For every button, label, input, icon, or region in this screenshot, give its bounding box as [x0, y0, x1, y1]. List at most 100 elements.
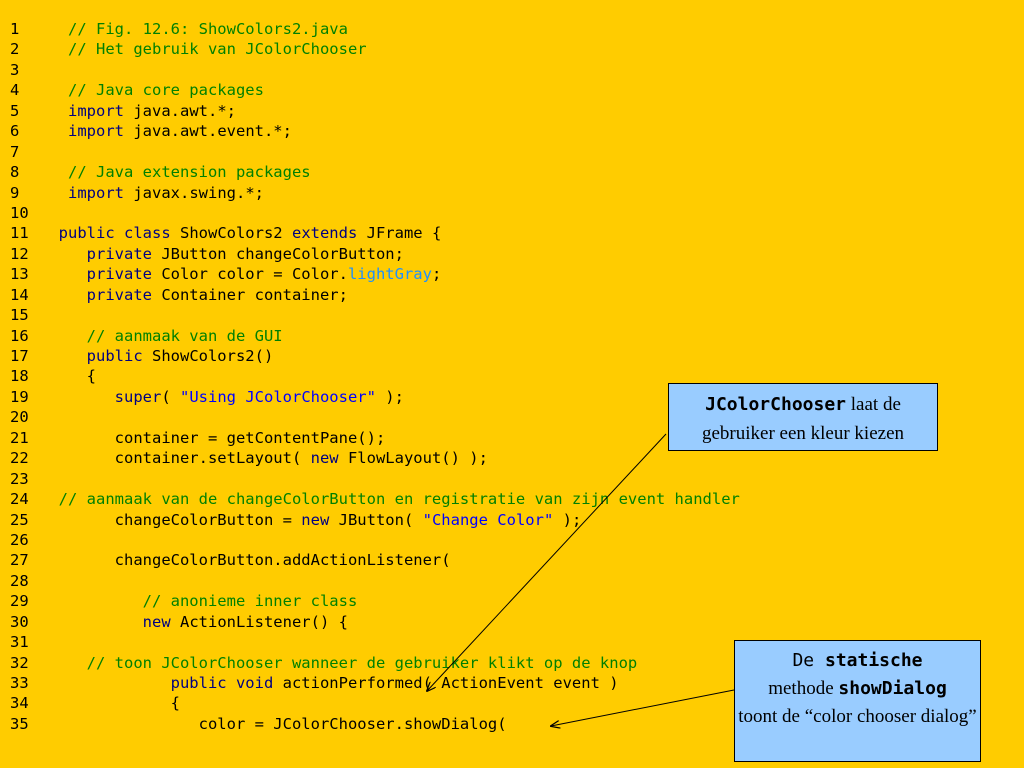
code-token: changeColorButton.addActionListener(	[40, 551, 451, 570]
keyword-token: extends	[291, 224, 358, 243]
line-number: 10	[10, 203, 29, 222]
code-token: JFrame {	[357, 224, 442, 243]
line-number: 30	[10, 612, 29, 631]
arrow-to-showdialog-call	[551, 689, 735, 726]
line-number: 11	[10, 224, 29, 243]
line-number: 22	[10, 449, 29, 468]
keyword-token: import	[40, 183, 124, 202]
field-token: lightGray	[347, 265, 432, 284]
code-token: java.awt.*;	[124, 101, 236, 120]
keyword-token: new	[310, 449, 339, 468]
code-text: container = getContentPane();	[40, 428, 386, 448]
code-text: private JButton changeColorButton;	[40, 244, 404, 264]
callout-2-method-name: showDialog	[838, 678, 947, 699]
code-text: // Het gebruik van JColorChooser	[40, 39, 367, 59]
callout-1-class-name: JColorChooser	[705, 394, 847, 415]
line-number: 35	[10, 714, 29, 733]
callout-2-prefix: De	[792, 650, 825, 671]
code-token: java.awt.event.*;	[124, 122, 292, 141]
code-text: public void actionPerformed( ActionEvent…	[40, 673, 619, 693]
keyword-token: private	[40, 285, 152, 304]
line-number: 23	[10, 469, 29, 488]
keyword-token: private	[40, 244, 152, 263]
callout-2-tail: toont de “color chooser dialog”	[738, 706, 977, 727]
code-text: // aanmaak van de changeColorButton en r…	[40, 489, 740, 509]
comment-token: // Java extension packages	[40, 163, 311, 182]
code-text: private Container container;	[40, 285, 348, 305]
keyword-token: super	[40, 387, 162, 406]
comment-token: // anonieme inner class	[40, 592, 358, 611]
keyword-token: private	[40, 265, 152, 284]
line-number: 6	[10, 122, 20, 141]
comment-token: // aanmaak van de changeColorButton en r…	[40, 490, 740, 509]
line-number: 15	[10, 306, 29, 325]
keyword-token: new	[40, 612, 171, 631]
code-token: {	[40, 694, 180, 713]
callout-showdialog: De statische methode showDialog toont de…	[734, 640, 981, 762]
line-number: 14	[10, 285, 29, 304]
code-text: // aanmaak van de GUI	[40, 326, 283, 346]
comment-token: // Java core packages	[40, 81, 264, 100]
code-text: // toon JColorChooser wanneer de gebruik…	[40, 653, 638, 673]
line-number: 20	[10, 408, 29, 427]
line-number: 34	[10, 694, 29, 713]
line-number: 4	[10, 81, 20, 100]
keyword-token: import	[40, 101, 124, 120]
code-token: container.setLayout(	[40, 449, 311, 468]
line-number: 21	[10, 428, 29, 447]
line-number: 13	[10, 265, 29, 284]
code-text: {	[40, 693, 180, 713]
keyword-token: import	[40, 122, 124, 141]
string-token: "Using JColorChooser"	[180, 387, 376, 406]
code-text: import java.awt.*;	[40, 101, 236, 121]
code-token: changeColorButton =	[40, 510, 302, 529]
line-number: 24	[10, 490, 29, 509]
code-token: Container container;	[151, 285, 348, 304]
code-token: ActionListener() {	[170, 612, 348, 631]
string-token: "Change Color"	[422, 510, 554, 529]
code-text: {	[40, 366, 96, 386]
callout-2-method-word: methode	[768, 678, 839, 699]
code-text: public class ShowColors2 extends JFrame …	[40, 223, 442, 243]
line-number: 26	[10, 530, 29, 549]
code-text: import java.awt.event.*;	[40, 121, 292, 141]
line-number: 18	[10, 367, 29, 386]
code-token: ;	[431, 265, 442, 284]
callout-jcolorchooser: JColorChooser laat de gebruiker een kleu…	[668, 383, 938, 451]
code-token: Color color = Color.	[151, 265, 348, 284]
code-text: // Java core packages	[40, 80, 264, 100]
code-text: // Java extension packages	[40, 162, 311, 182]
line-number: 12	[10, 244, 29, 263]
keyword-token: new	[301, 510, 330, 529]
code-token: container = getContentPane();	[40, 428, 386, 447]
code-text: color = JColorChooser.showDialog(	[40, 714, 507, 734]
keyword-token: public	[40, 347, 143, 365]
code-token: (	[161, 387, 180, 406]
comment-token: // Het gebruik van JColorChooser	[40, 40, 367, 59]
code-text: changeColorButton.addActionListener(	[40, 550, 451, 570]
code-text: private Color color = Color.lightGray;	[40, 264, 442, 284]
line-number: 1	[10, 20, 20, 38]
comment-token: // toon JColorChooser wanneer de gebruik…	[40, 653, 638, 672]
comment-token: // Fig. 12.6: ShowColors2.java	[40, 20, 348, 38]
code-token: FlowLayout() );	[338, 449, 488, 468]
comment-token: // aanmaak van de GUI	[40, 326, 283, 345]
code-text: // Fig. 12.6: ShowColors2.java	[40, 19, 348, 39]
line-number: 19	[10, 387, 29, 406]
line-number: 5	[10, 101, 20, 120]
line-number: 2	[10, 40, 20, 59]
keyword-token: public class	[40, 224, 171, 243]
keyword-token: public void	[40, 674, 274, 692]
line-number: 31	[10, 633, 29, 652]
code-token: JButton changeColorButton;	[151, 244, 404, 263]
callout-2-static: statische	[824, 650, 923, 671]
line-number: 27	[10, 551, 29, 570]
line-number: 28	[10, 571, 29, 590]
code-token: javax.swing.*;	[124, 183, 264, 202]
code-token: ShowColors2	[170, 224, 292, 243]
line-number: 32	[10, 653, 29, 672]
code-token: {	[40, 367, 96, 386]
line-number: 33	[10, 674, 29, 692]
code-text: import javax.swing.*;	[40, 183, 264, 203]
line-number: 8	[10, 163, 20, 182]
